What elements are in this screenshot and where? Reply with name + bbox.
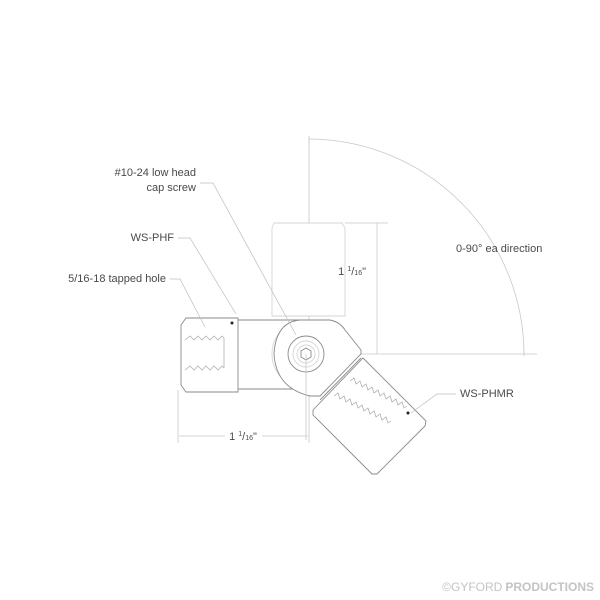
horizontal-dimension-label: 1 1/16" bbox=[229, 431, 257, 443]
hinge-knuckle bbox=[271, 319, 362, 440]
vertical-dimension-label: 1 1/16" bbox=[338, 266, 366, 278]
ws-phf-part bbox=[180, 317, 300, 393]
ghost-rotated-body bbox=[271, 222, 346, 317]
vertical-dimension bbox=[345, 222, 388, 354]
leader-lines bbox=[170, 182, 456, 414]
callout-cap-screw-line2: cap screw bbox=[146, 182, 196, 194]
callout-ws-phf: WS-PHF bbox=[131, 232, 175, 244]
ws-phmr-part bbox=[312, 357, 427, 475]
rotation-label: 0-90° ea direction bbox=[456, 243, 542, 255]
callout-tapped-hole: 5/16-18 tapped hole bbox=[68, 273, 166, 285]
callout-cap-screw-line1: #10-24 low head bbox=[115, 167, 196, 179]
horizontal-dimension bbox=[177, 390, 310, 443]
callout-ws-phmr: WS-PHMR bbox=[460, 388, 514, 400]
